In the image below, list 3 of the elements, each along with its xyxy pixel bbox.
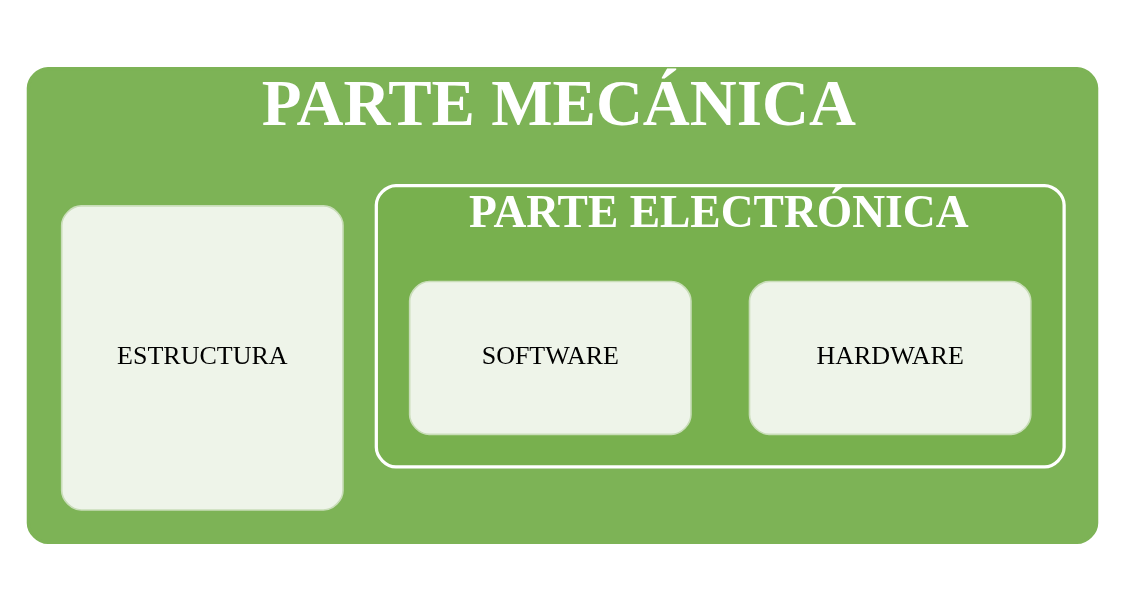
- node-box: SOFTWARE: [408, 280, 692, 435]
- node-box: ESTRUCTURA: [60, 204, 344, 511]
- node-box: HARDWARE: [748, 280, 1032, 435]
